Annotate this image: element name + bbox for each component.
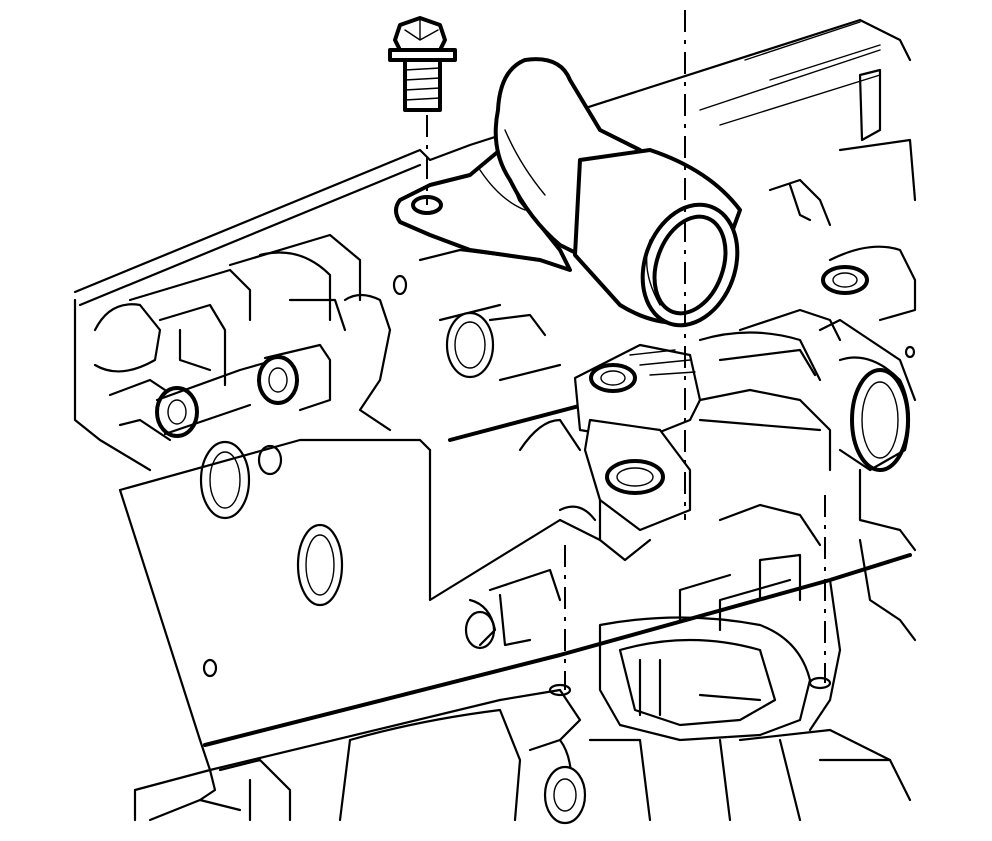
water-outlet-pad — [558, 343, 702, 562]
bolt — [388, 16, 457, 112]
engine-block-face — [118, 303, 912, 772]
lower-block — [133, 503, 912, 825]
mounting-bosses — [155, 274, 408, 678]
right-side-components — [698, 178, 917, 642]
cylinder-head — [73, 18, 917, 472]
alignment-lines — [426, 10, 826, 690]
water-outlet — [394, 57, 742, 328]
